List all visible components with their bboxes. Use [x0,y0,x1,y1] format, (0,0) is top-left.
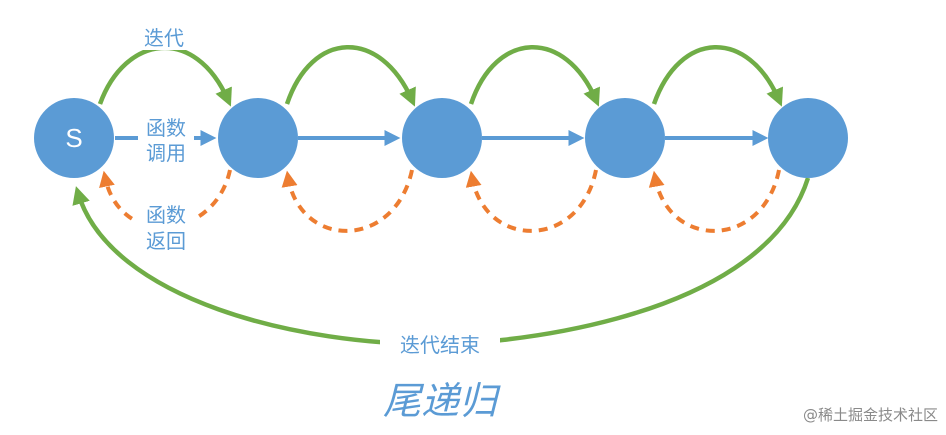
iterate-arrow-2 [284,45,416,107]
return-arrow-3 [465,169,598,233]
return-label-line1: 函数 [146,203,186,227]
node-5 [768,98,848,178]
iterate-label: 迭代 [144,26,184,50]
return-arrow-2 [281,169,414,233]
node-4 [585,98,665,178]
start-node [34,98,114,178]
iterate-arrow-1 [97,45,232,107]
return-label-line2: 返回 [146,229,186,253]
node-2 [218,98,298,178]
iterate-arrow-3 [468,45,600,107]
diagram-title: 尾递归 [383,379,501,423]
return-arrow-4 [648,169,781,233]
call-label-line2: 调用 [146,141,186,165]
watermark: @稀土掘金技术社区 [802,406,938,424]
start-node-label: S [65,123,82,153]
iteration-end-label: 迭代结束 [400,333,480,357]
node-3 [402,98,482,178]
call-label-line1: 函数 [146,116,186,140]
iterate-arrow-4 [651,45,783,107]
